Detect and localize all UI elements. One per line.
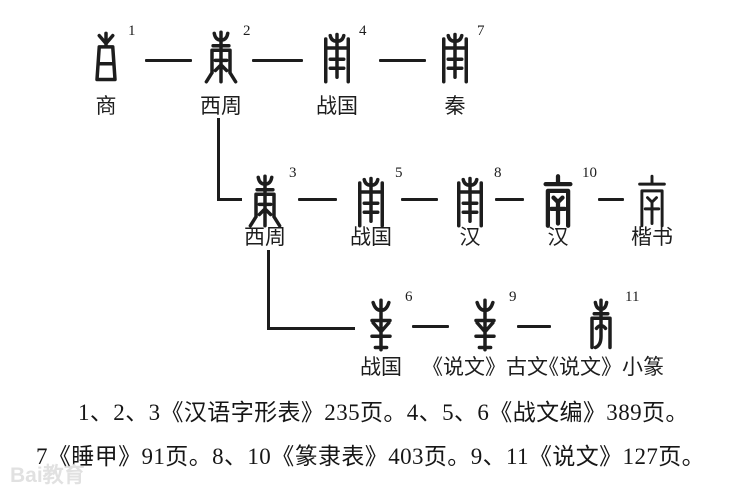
glyph-index: 9 <box>509 289 517 305</box>
period-label: 战国 <box>316 94 358 118</box>
link-dash <box>145 59 192 62</box>
reference-line-1: 1、2、3《汉语字形表》235页。4、5、6《战文编》389页。 <box>78 400 689 425</box>
link-dash <box>598 198 624 201</box>
branch-connector-1 <box>217 118 242 201</box>
glyph-index: 6 <box>405 289 413 305</box>
glyph-index: 3 <box>289 165 297 181</box>
glyph-form-1 <box>83 30 129 84</box>
glyph-form-5 <box>348 174 394 228</box>
link-dash <box>379 59 426 62</box>
glyph-index: 1 <box>128 23 136 39</box>
link-dash <box>252 59 303 62</box>
period-label: 战国 <box>360 355 402 379</box>
glyph-index: 10 <box>582 165 597 181</box>
glyph-index: 2 <box>243 23 251 39</box>
glyph-form-9 <box>462 298 508 352</box>
link-dash <box>298 198 337 201</box>
glyph-form-2 <box>198 30 244 84</box>
glyph-index: 11 <box>625 289 640 305</box>
glyph-form-6 <box>358 298 404 352</box>
glyph-index: 7 <box>477 23 485 39</box>
glyph-index: 4 <box>359 23 367 39</box>
glyph-index: 5 <box>395 165 403 181</box>
branch-connector-2 <box>267 250 355 330</box>
period-label: 战国 <box>350 225 392 249</box>
glyph-form-3 <box>242 174 288 228</box>
glyph-form-7 <box>432 30 478 84</box>
glyph-form-4 <box>314 30 360 84</box>
reference-line-2: 7《睡甲》91页。8、10《篆隶表》403页。9、11《说文》127页。 <box>36 444 706 469</box>
glyph-form-kaishu <box>629 174 675 228</box>
period-label: 《说文》古文 <box>422 355 548 379</box>
glyph-form-11 <box>578 298 624 352</box>
glyph-index: 8 <box>494 165 502 181</box>
period-label: 西周 <box>244 225 286 249</box>
period-label: 秦 <box>444 94 466 118</box>
period-label: 楷书 <box>631 225 673 249</box>
period-label: 西周 <box>200 94 242 118</box>
period-label: 汉 <box>459 225 481 249</box>
period-label: 商 <box>95 94 117 118</box>
period-label: 《说文》小篆 <box>538 355 664 379</box>
period-label: 汉 <box>547 225 569 249</box>
glyph-form-8 <box>447 174 493 228</box>
link-dash <box>495 198 524 201</box>
link-dash <box>412 325 449 328</box>
link-dash <box>401 198 438 201</box>
link-dash <box>517 325 551 328</box>
glyph-form-10 <box>535 174 581 228</box>
